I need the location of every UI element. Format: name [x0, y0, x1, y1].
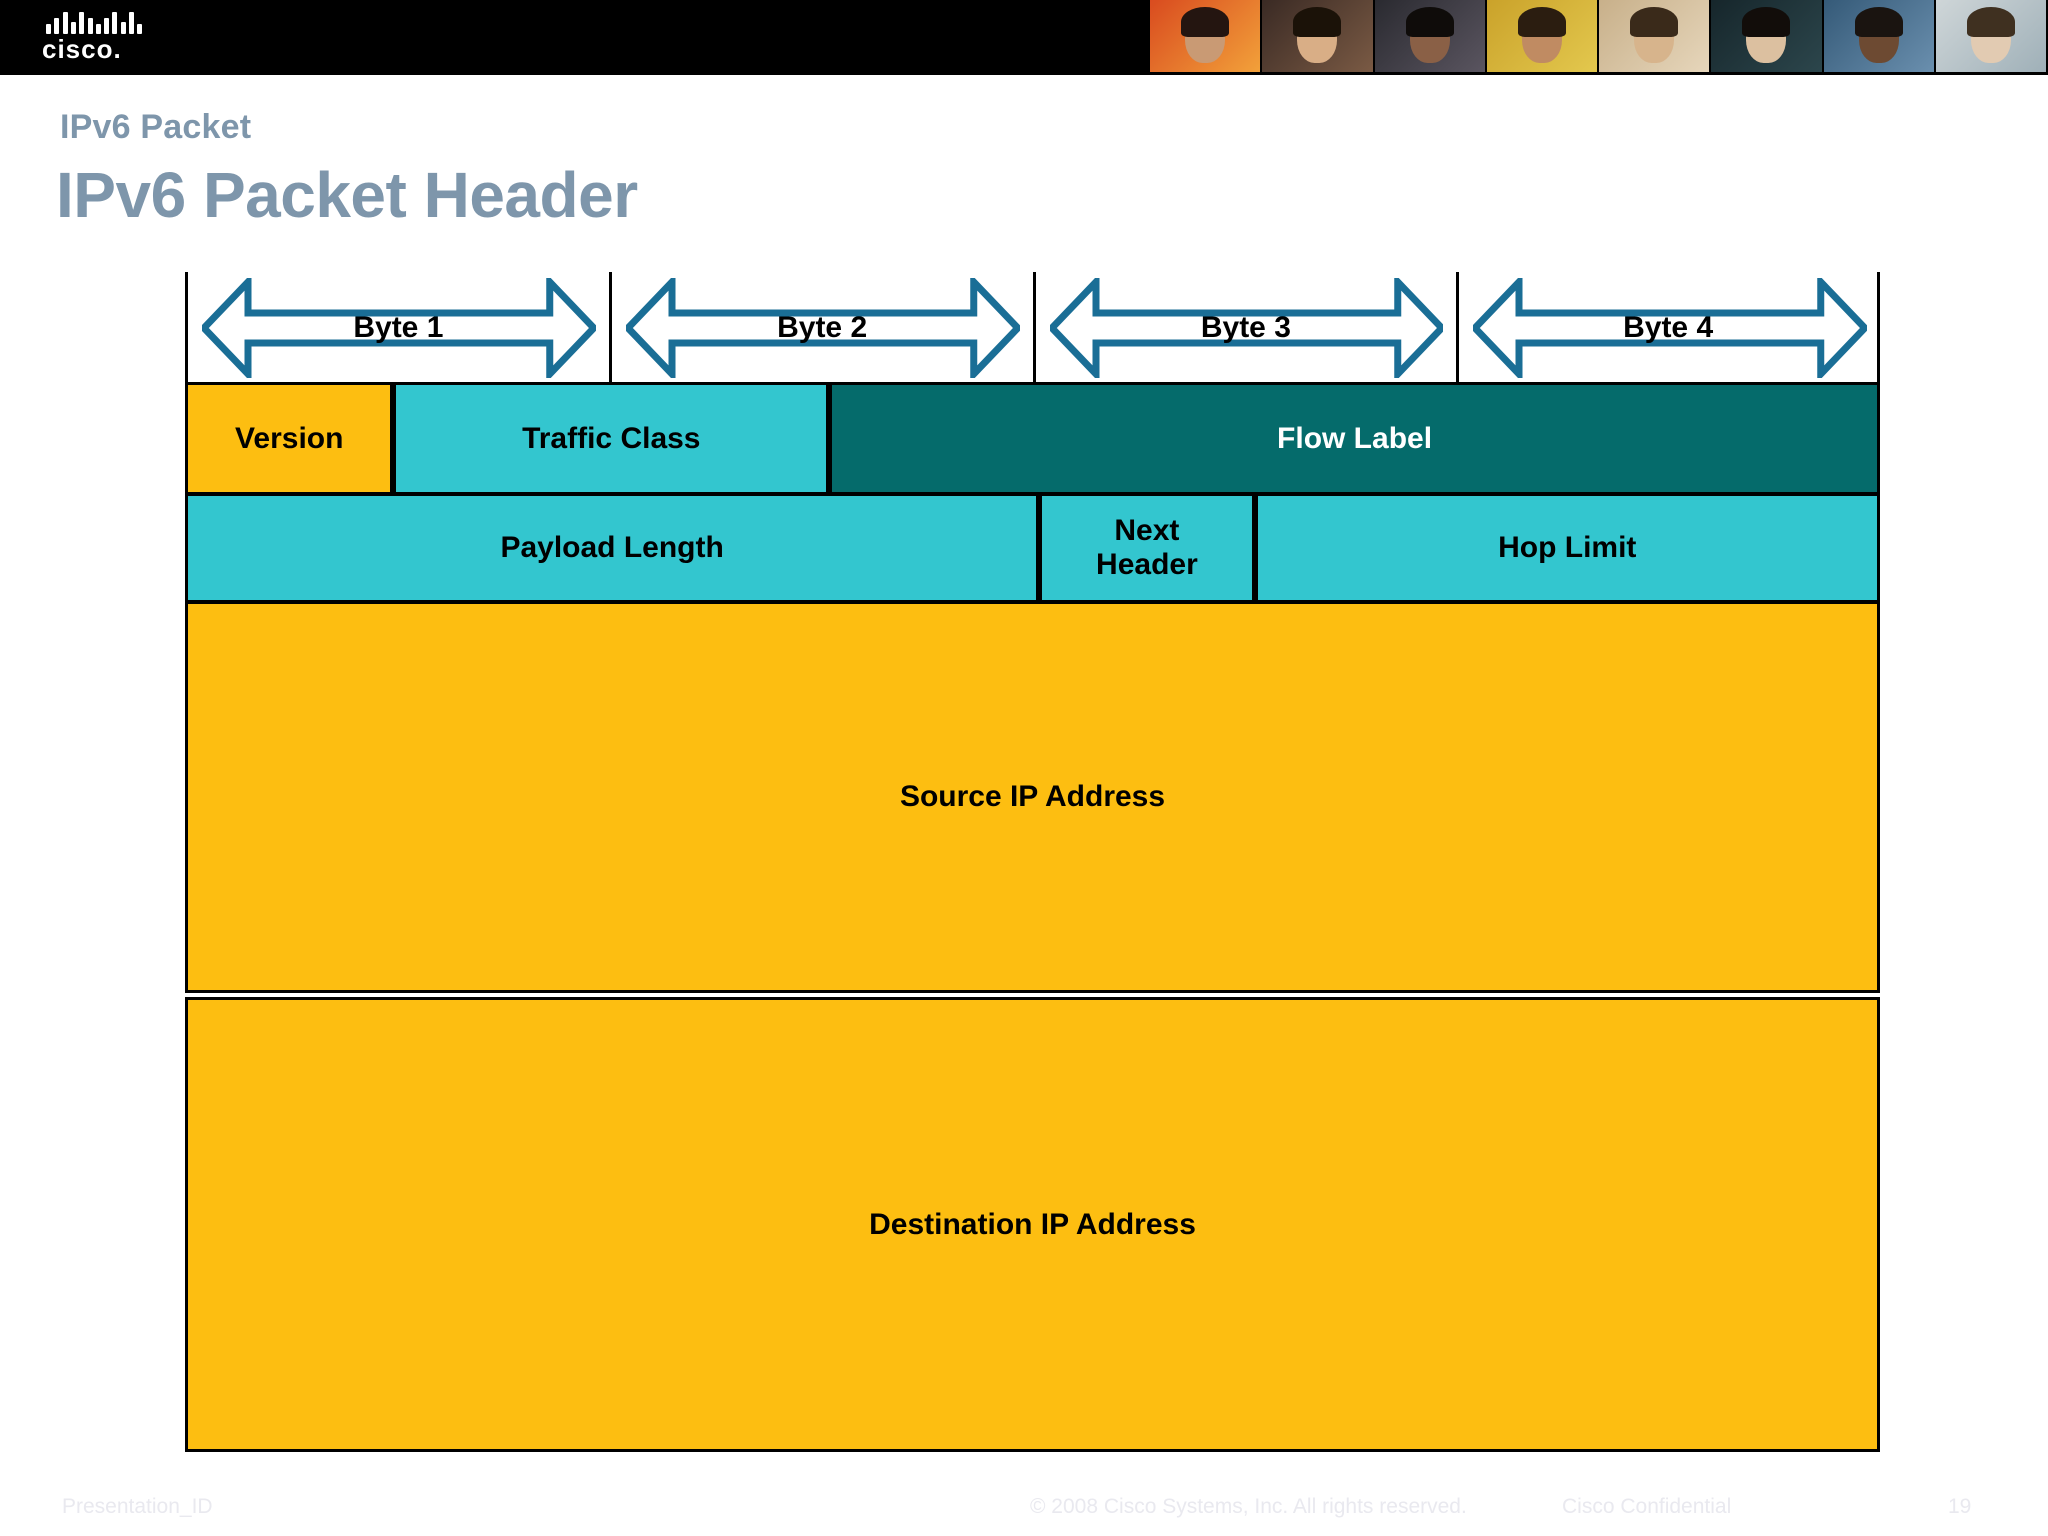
byte-ruler-label: Byte 1 [353, 311, 444, 344]
cisco-logo: cisco. [42, 10, 152, 66]
header-field: Traffic Class [393, 382, 830, 495]
ipv6-packet-header-diagram: Byte 1 Byte 2 Byte 3 Byte 4 Version Traffic … [185, 272, 1880, 1454]
byte-ruler-label: Byte 3 [1200, 311, 1291, 344]
header-field-label: Hop Limit [1498, 531, 1637, 565]
footer-copyright: © 2008 Cisco Systems, Inc. All rights re… [1030, 1495, 1467, 1518]
photo-strip-tile [1150, 0, 1263, 72]
header-field: Destination IP Address [185, 997, 1880, 1452]
cisco-wordmark: cisco. [42, 34, 122, 64]
footer-confidential: Cisco Confidential [1562, 1495, 1732, 1518]
byte-double-arrow-icon [625, 278, 1020, 378]
byte-ruler-label: Byte 4 [1623, 311, 1714, 344]
slide-footer: Presentation_ID © 2008 Cisco Systems, In… [0, 1495, 2048, 1536]
footer-page-number: 19 [1948, 1495, 1972, 1518]
byte-ruler-cell: Byte 2 [608, 272, 1033, 384]
header-field: Flow Label [829, 382, 1880, 495]
byte-double-arrow-icon [1049, 278, 1444, 378]
person-hair [1293, 7, 1342, 38]
photo-strip-tile [1711, 0, 1824, 72]
header-field-label: Flow Label [1277, 421, 1433, 455]
person-hair [1630, 7, 1679, 38]
byte-ruler-cell: Byte 1 [185, 272, 609, 384]
header-field: Source IP Address [185, 601, 1880, 993]
byte-ruler-cell: Byte 4 [1456, 272, 1880, 384]
page-title: IPv6 Packet Header [56, 159, 638, 231]
photo-strip-tile [1823, 0, 1936, 72]
header-field-label: Payload Length [500, 531, 724, 565]
header-field-label: Traffic Class [522, 421, 701, 455]
header-field: Hop Limit [1254, 493, 1880, 603]
person-hair [1742, 7, 1791, 38]
header-field: Payload Length [185, 493, 1040, 603]
people-photo-strip [1150, 0, 2048, 72]
header-field-label: Version [235, 421, 344, 455]
header-field-label: Destination IP Address [869, 1207, 1196, 1241]
person-hair [1517, 7, 1566, 38]
person-hair [1966, 7, 2015, 38]
photo-strip-tile [1486, 0, 1599, 72]
slide-kicker: IPv6 Packet [60, 108, 252, 146]
byte-double-arrow-icon [202, 278, 596, 378]
footer-presentation-id: Presentation_ID [62, 1495, 213, 1518]
photo-strip-tile [1262, 0, 1375, 72]
photo-strip-tile [1374, 0, 1487, 72]
photo-strip-tile [1935, 0, 2048, 72]
person-hair [1405, 7, 1454, 38]
cisco-bridge-icon [46, 10, 150, 34]
byte-double-arrow-icon [1473, 278, 1867, 378]
header-field: Version [185, 382, 394, 495]
photo-strip-tile [1599, 0, 1712, 72]
person-hair [1181, 7, 1230, 38]
person-hair [1854, 7, 1903, 38]
header-field-label: Source IP Address [899, 780, 1166, 814]
top-banner: cisco. [0, 0, 2048, 75]
byte-ruler-cell: Byte 3 [1032, 272, 1457, 384]
byte-ruler-label: Byte 2 [777, 311, 868, 344]
byte-ruler: Byte 1 Byte 2 Byte 3 Byte 4 [185, 272, 1880, 384]
